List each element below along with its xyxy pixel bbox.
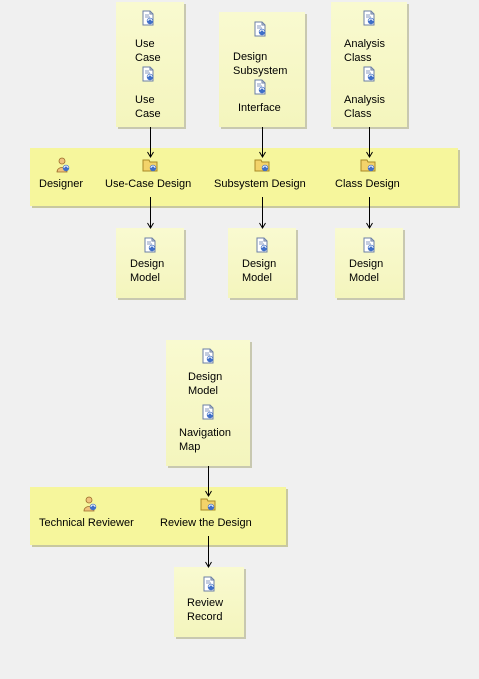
artifact-label: Design Model — [130, 258, 165, 284]
role-label: Technical Reviewer — [39, 517, 134, 529]
review-input-group: Design Model Navigation Map — [166, 340, 250, 466]
task-use-case-design[interactable]: Use-Case Design — [102, 148, 202, 206]
task-label: Subsystem Design — [214, 178, 306, 190]
role-label: Designer — [39, 178, 84, 190]
analysis-input-group: Analysis Class Analysis Class — [331, 2, 407, 127]
artifact-label: Navigation Map — [179, 427, 231, 453]
artifact-analysis-class[interactable]: Analysis Class — [331, 10, 407, 64]
task-class-design[interactable]: Class Design — [330, 148, 410, 206]
task-review-the-design[interactable]: Review the Design — [155, 487, 285, 545]
output-review-record[interactable]: Review Record — [174, 567, 244, 637]
output-design-model-3[interactable]: Design Model — [335, 228, 403, 298]
artifact-label: Review Record — [187, 597, 224, 623]
task-subsystem-design[interactable]: Subsystem Design — [212, 148, 312, 206]
artifact-label: Analysis Class — [344, 38, 385, 64]
artifact-label: Design Model — [242, 258, 277, 284]
role-technical-reviewer[interactable]: Technical Reviewer — [30, 487, 150, 545]
artifact-design-model[interactable]: Design Model — [166, 348, 250, 398]
subsystem-input-group: Design Subsystem Interface — [219, 12, 305, 127]
artifact-navigation-map[interactable]: Navigation Map — [166, 404, 250, 454]
output-design-model-1[interactable]: Design Model — [116, 228, 184, 298]
artifact-label: Use Case — [135, 38, 161, 64]
artifact-use-case[interactable]: Use Case — [116, 66, 184, 120]
task-label: Use-Case Design — [105, 178, 192, 190]
artifact-design-subsystem[interactable]: Design Subsystem — [219, 21, 305, 77]
artifact-label: Design Model — [188, 371, 223, 397]
artifact-use-case[interactable]: Use Case — [116, 10, 184, 64]
task-label: Review the Design — [160, 517, 252, 529]
designer-activity-band: Designer Use-Case Design Subsystem Desig… — [30, 148, 458, 206]
artifact-analysis-class[interactable]: Analysis Class — [331, 66, 407, 120]
artifact-label: Design Model — [349, 258, 384, 284]
artifact-label: Use Case — [135, 94, 161, 120]
artifact-label: Analysis Class — [344, 94, 385, 120]
reviewer-activity-band: Technical Reviewer Review the Design — [30, 487, 286, 545]
use-case-input-group: Use Case Use Case — [116, 2, 184, 127]
task-label: Class Design — [335, 178, 400, 190]
artifact-label: Interface — [238, 102, 281, 114]
artifact-interface[interactable]: Interface — [219, 79, 305, 119]
output-design-model-2[interactable]: Design Model — [228, 228, 296, 298]
artifact-label: Design Subsystem — [233, 51, 288, 77]
role-designer[interactable]: Designer — [30, 148, 100, 206]
